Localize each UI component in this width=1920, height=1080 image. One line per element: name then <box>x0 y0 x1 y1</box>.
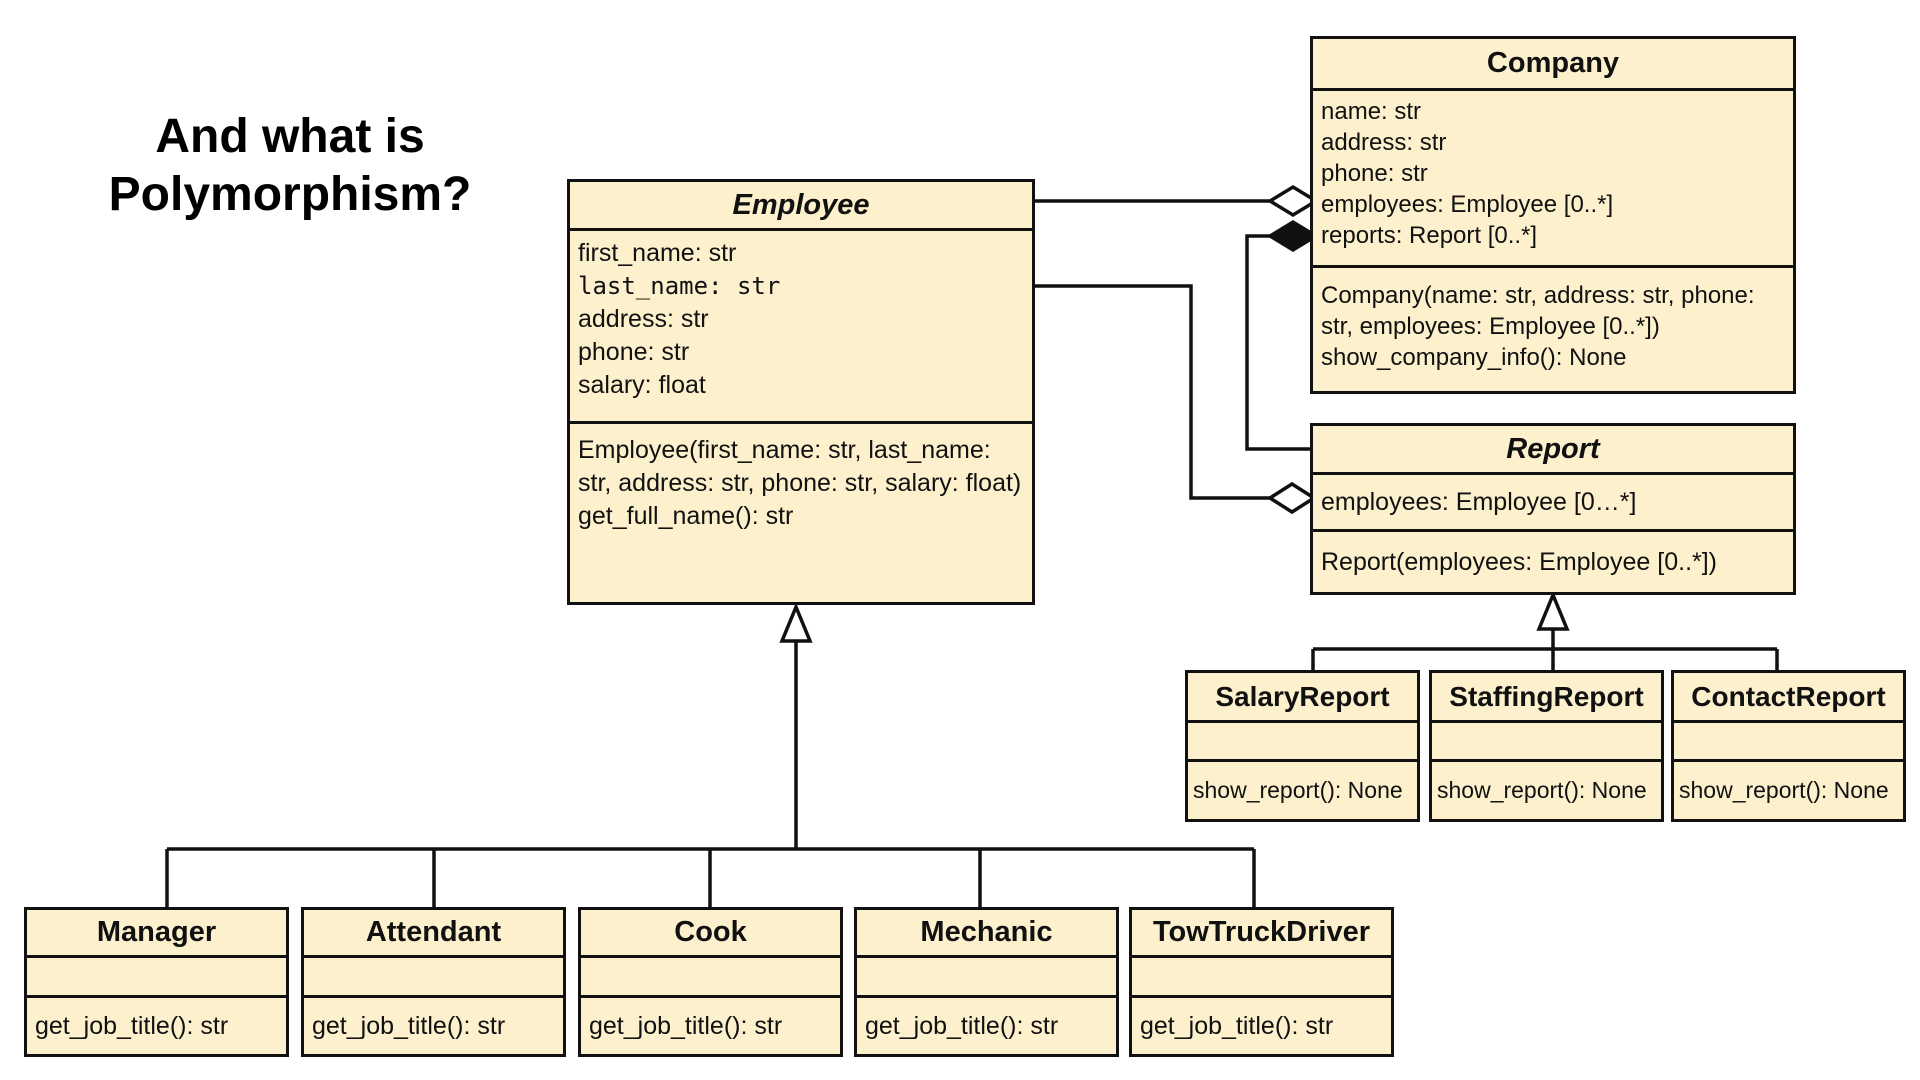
class-employee-name: Employee <box>570 182 1032 231</box>
class-tow-truck-driver: TowTruckDriver get_job_title(): str <box>1129 907 1394 1057</box>
staffing-report-op-show-report: show_report(): None <box>1437 777 1647 803</box>
class-attendant-name: Attendant <box>304 910 563 958</box>
employee-attr-first-name: first_name: str <box>578 239 737 267</box>
class-staffing-report-name: StaffingReport <box>1432 673 1661 723</box>
class-cook-name: Cook <box>581 910 840 958</box>
class-company: Company name: str address: str phone: st… <box>1310 36 1796 394</box>
class-company-attributes: name: str address: str phone: str employ… <box>1313 91 1793 268</box>
class-manager-operations: get_job_title(): str <box>27 998 286 1054</box>
class-salary-report: SalaryReport show_report(): None <box>1185 670 1420 822</box>
class-report: Report employees: Employee [0…*] Report(… <box>1310 423 1796 595</box>
class-attendant: Attendant get_job_title(): str <box>301 907 566 1057</box>
class-report-operations: Report(employees: Employee [0..*]) <box>1313 532 1793 592</box>
class-manager-attributes <box>27 958 286 998</box>
class-contact-report-attributes <box>1674 723 1903 762</box>
class-cook: Cook get_job_title(): str <box>578 907 843 1057</box>
contact-report-op-show-report: show_report(): None <box>1679 777 1889 803</box>
class-cook-attributes <box>581 958 840 998</box>
company-attr-phone: phone: str <box>1321 160 1428 187</box>
class-tow-truck-driver-operations: get_job_title(): str <box>1132 998 1391 1054</box>
class-report-name: Report <box>1313 426 1793 475</box>
class-manager: Manager get_job_title(): str <box>24 907 289 1057</box>
class-mechanic-operations: get_job_title(): str <box>857 998 1116 1054</box>
company-attr-address: address: str <box>1321 129 1447 156</box>
employee-attr-phone: phone: str <box>578 338 690 366</box>
report-attr-employees: employees: Employee [0…*] <box>1321 487 1637 516</box>
diagram-heading: And what is Polymorphism? <box>80 108 500 224</box>
heading-line-2: Polymorphism? <box>108 168 472 221</box>
employee-op-constructor: Employee(first_name: str, last_name: str… <box>578 436 1022 497</box>
class-report-attributes: employees: Employee [0…*] <box>1313 475 1793 532</box>
class-employee-attributes: first_name: str last_name: str address: … <box>570 231 1032 424</box>
class-mechanic: Mechanic get_job_title(): str <box>854 907 1119 1057</box>
employee-report-association-line <box>1034 284 1270 500</box>
class-cook-operations: get_job_title(): str <box>581 998 840 1054</box>
class-contact-report-name: ContactReport <box>1674 673 1903 723</box>
class-attendant-attributes <box>304 958 563 998</box>
class-salary-report-attributes <box>1188 723 1417 762</box>
class-contact-report: ContactReport show_report(): None <box>1671 670 1906 822</box>
employee-generalization-arrow-icon <box>779 602 813 643</box>
employee-attr-salary: salary: float <box>578 371 706 399</box>
manager-op-get-job-title: get_job_title(): str <box>35 1011 229 1040</box>
class-staffing-report: StaffingReport show_report(): None <box>1429 670 1664 822</box>
class-salary-report-name: SalaryReport <box>1188 673 1417 723</box>
class-contact-report-operations: show_report(): None <box>1674 762 1903 819</box>
class-attendant-operations: get_job_title(): str <box>304 998 563 1054</box>
report-employee-aggregation-diamond-icon <box>1266 481 1318 515</box>
company-op-constructor: Company(name: str, address: str, phone: … <box>1321 282 1755 340</box>
company-attr-reports: reports: Report [0..*] <box>1321 222 1538 249</box>
cook-op-get-job-title: get_job_title(): str <box>589 1011 783 1040</box>
class-staffing-report-attributes <box>1432 723 1661 762</box>
heading-line-1: And what is <box>155 110 425 163</box>
company-attr-name: name: str <box>1321 98 1422 125</box>
company-report-composition-line <box>1245 234 1310 451</box>
employee-attr-address: address: str <box>578 305 709 333</box>
class-manager-name: Manager <box>27 910 286 958</box>
tow-truck-driver-op-get-job-title: get_job_title(): str <box>1140 1011 1334 1040</box>
report-generalization-arrow-icon <box>1536 590 1570 631</box>
class-company-name: Company <box>1313 39 1793 91</box>
company-op-show-company-info: show_company_info(): None <box>1321 344 1627 371</box>
employee-op-get-full-name: get_full_name(): str <box>578 502 794 530</box>
class-staffing-report-operations: show_report(): None <box>1432 762 1661 819</box>
class-employee: Employee first_name: str last_name: str … <box>567 179 1035 605</box>
salary-report-op-show-report: show_report(): None <box>1193 777 1403 803</box>
class-employee-operations: Employee(first_name: str, last_name: str… <box>570 424 1032 602</box>
class-tow-truck-driver-attributes <box>1132 958 1391 998</box>
report-op-constructor: Report(employees: Employee [0..*]) <box>1321 547 1718 576</box>
employee-attr-last-name: last_name: str <box>578 272 781 300</box>
company-attr-employees: employees: Employee [0..*] <box>1321 191 1614 218</box>
class-salary-report-operations: show_report(): None <box>1188 762 1417 819</box>
class-company-operations: Company(name: str, address: str, phone: … <box>1313 268 1793 391</box>
class-mechanic-name: Mechanic <box>857 910 1116 958</box>
mechanic-op-get-job-title: get_job_title(): str <box>865 1011 1059 1040</box>
class-mechanic-attributes <box>857 958 1116 998</box>
class-tow-truck-driver-name: TowTruckDriver <box>1132 910 1391 958</box>
attendant-op-get-job-title: get_job_title(): str <box>312 1011 506 1040</box>
